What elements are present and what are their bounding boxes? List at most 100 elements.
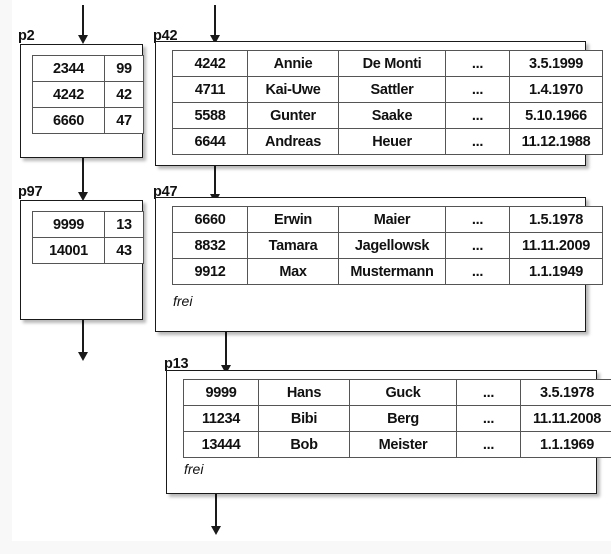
table-row[interactable]: 11234 Bibi Berg ... 11.11.2008 <box>183 405 611 432</box>
record-first-name: Bob <box>258 431 350 458</box>
record-first-name: Bibi <box>258 405 350 432</box>
arrow-shaft <box>214 166 216 196</box>
index-pointer: 42 <box>104 81 144 108</box>
index-page-p2[interactable]: 2344 99 4242 42 6660 47 <box>20 44 144 158</box>
arrow-head <box>77 352 88 361</box>
record-id: 6644 <box>172 128 248 155</box>
record-first-name: Gunter <box>247 102 339 129</box>
index-pointer: 43 <box>104 237 144 264</box>
table-row[interactable]: 9999 13 <box>32 211 144 238</box>
index-pointer: 13 <box>104 211 144 238</box>
record-last-name: Saake <box>338 102 446 129</box>
data-table-p13: 9999 Hans Guck ... 3.5.1978 11234 Bibi B… <box>183 379 611 458</box>
record-more: ... <box>445 102 510 129</box>
record-date: 1.4.1970 <box>509 76 603 103</box>
arrow-shaft <box>214 5 216 37</box>
record-first-name: Andreas <box>247 128 339 155</box>
index-key: 4242 <box>32 81 105 108</box>
record-last-name: Sattler <box>338 76 446 103</box>
record-id: 5588 <box>172 102 248 129</box>
record-id: 11234 <box>183 405 259 432</box>
table-row[interactable]: 14001 43 <box>32 237 144 264</box>
record-more: ... <box>445 258 510 285</box>
record-date: 5.10.1966 <box>509 102 603 129</box>
arrow-shaft <box>82 320 84 354</box>
table-row[interactable]: 4711 Kai-Uwe Sattler ... 1.4.1970 <box>172 76 603 103</box>
table-row[interactable]: 4242 Annie De Monti ... 3.5.1999 <box>172 50 603 77</box>
table-row[interactable]: 6644 Andreas Heuer ... 11.12.1988 <box>172 128 603 155</box>
page-label-p13: p13 <box>164 356 189 372</box>
record-first-name: Max <box>247 258 339 285</box>
record-date: 3.5.1999 <box>509 50 603 77</box>
record-more: ... <box>445 206 510 233</box>
index-key: 6660 <box>32 107 105 134</box>
record-id: 4242 <box>172 50 248 77</box>
record-id: 6660 <box>172 206 248 233</box>
record-id: 13444 <box>183 431 259 458</box>
table-row[interactable]: 9999 Hans Guck ... 3.5.1978 <box>183 379 611 406</box>
record-first-name: Hans <box>258 379 350 406</box>
record-last-name: Guck <box>349 379 457 406</box>
record-more: ... <box>445 232 510 259</box>
record-id: 9999 <box>183 379 259 406</box>
record-id: 4711 <box>172 76 248 103</box>
table-row[interactable]: 9912 Max Mustermann ... 1.1.1949 <box>172 258 603 285</box>
page-label-p47: p47 <box>153 184 178 200</box>
record-last-name: De Monti <box>338 50 446 77</box>
table-row[interactable]: 6660 47 <box>32 107 144 134</box>
page-label-p97: p97 <box>18 184 43 200</box>
record-first-name: Kai-Uwe <box>247 76 339 103</box>
index-key: 2344 <box>32 55 105 82</box>
arrow-shaft <box>82 5 84 37</box>
table-row[interactable]: 5588 Gunter Saake ... 5.10.1966 <box>172 102 603 129</box>
record-date: 1.1.1949 <box>509 258 603 285</box>
index-pointer: 99 <box>104 55 144 82</box>
index-key: 9999 <box>32 211 105 238</box>
data-table-p47: 6660 Erwin Maier ... 1.5.1978 8832 Tamar… <box>172 206 603 285</box>
record-date: 1.1.1969 <box>520 431 611 458</box>
record-id: 9912 <box>172 258 248 285</box>
data-page-p47[interactable]: 6660 Erwin Maier ... 1.5.1978 8832 Tamar… <box>155 197 603 332</box>
page-label-p2: p2 <box>18 28 35 44</box>
free-space-label-p47: frei <box>173 293 193 309</box>
record-more: ... <box>445 50 510 77</box>
record-date: 3.5.1978 <box>520 379 611 406</box>
arrow-shaft <box>82 158 84 194</box>
data-table-p42: 4242 Annie De Monti ... 3.5.1999 4711 Ka… <box>172 50 603 155</box>
arrow-head <box>220 365 231 374</box>
arrow-head <box>77 35 88 44</box>
record-date: 11.12.1988 <box>509 128 603 155</box>
table-row[interactable]: 13444 Bob Meister ... 1.1.1969 <box>183 431 611 458</box>
arrow-shaft <box>215 494 217 528</box>
arrow-head <box>210 526 221 535</box>
page-label-p42: p42 <box>153 28 178 44</box>
record-more: ... <box>456 431 521 458</box>
record-first-name: Annie <box>247 50 339 77</box>
arrow-head <box>209 35 220 44</box>
table-row[interactable]: 8832 Tamara Jagellowsk ... 11.11.2009 <box>172 232 603 259</box>
record-id: 8832 <box>172 232 248 259</box>
index-table-p97: 9999 13 14001 43 <box>32 211 144 264</box>
table-row[interactable]: 4242 42 <box>32 81 144 108</box>
index-pointer: 47 <box>104 107 144 134</box>
record-more: ... <box>456 405 521 432</box>
table-row[interactable]: 6660 Erwin Maier ... 1.5.1978 <box>172 206 603 233</box>
record-last-name: Berg <box>349 405 457 432</box>
index-page-p97[interactable]: 9999 13 14001 43 <box>20 200 144 320</box>
index-key: 14001 <box>32 237 105 264</box>
data-page-p42[interactable]: 4242 Annie De Monti ... 3.5.1999 4711 Ka… <box>155 41 603 166</box>
record-more: ... <box>445 128 510 155</box>
record-first-name: Tamara <box>247 232 339 259</box>
record-more: ... <box>456 379 521 406</box>
record-first-name: Erwin <box>247 206 339 233</box>
record-date: 11.11.2009 <box>509 232 603 259</box>
free-space-label-p13: frei <box>184 461 204 477</box>
record-last-name: Jagellowsk <box>338 232 446 259</box>
arrow-shaft <box>225 332 227 367</box>
record-date: 1.5.1978 <box>509 206 603 233</box>
data-page-p13[interactable]: 9999 Hans Guck ... 3.5.1978 11234 Bibi B… <box>166 370 611 494</box>
record-last-name: Maier <box>338 206 446 233</box>
index-table-p2: 2344 99 4242 42 6660 47 <box>32 55 144 134</box>
table-row[interactable]: 2344 99 <box>32 55 144 82</box>
